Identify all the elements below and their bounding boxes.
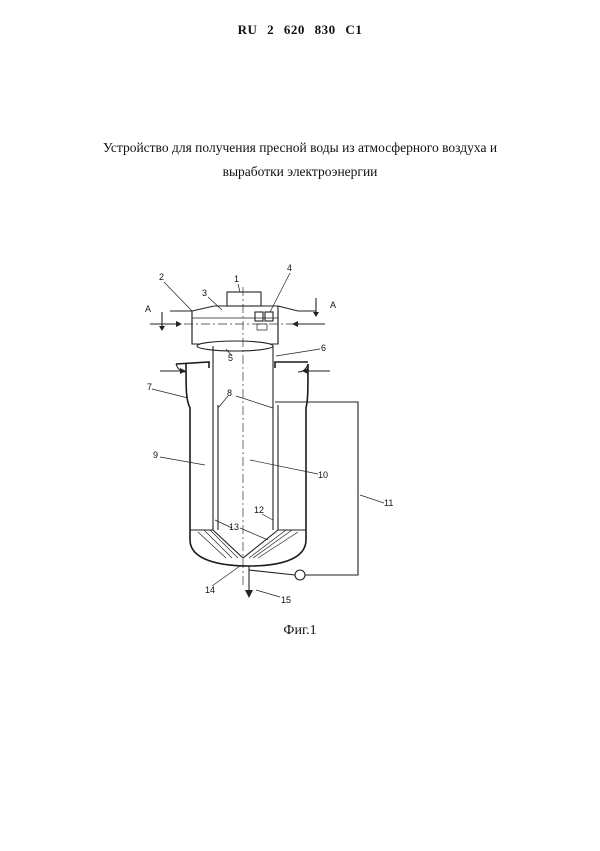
inner-cylinder-right-wall xyxy=(272,405,279,530)
callout-15: 15 xyxy=(281,595,291,605)
figure-caption: Фиг.1 xyxy=(283,623,317,638)
document-title-line-1: Устройство для получения пресной воды из… xyxy=(102,140,498,155)
section-label-right: А xyxy=(330,300,336,310)
section-label-left: А xyxy=(145,304,151,314)
document-title-line-2: выработки электроэнергии xyxy=(222,164,378,179)
patent-number: RU 2 620 830 C1 xyxy=(237,22,363,37)
leader-lines xyxy=(151,272,385,598)
fitting-4b xyxy=(264,311,274,322)
external-loop-11 xyxy=(275,401,359,576)
upper-collector-right-wall xyxy=(270,311,279,345)
callout-13: 13 xyxy=(229,522,239,532)
callout-14: 14 xyxy=(205,585,215,595)
callout-3: 3 xyxy=(202,288,207,298)
callout-5: 5 xyxy=(228,353,233,363)
callout-1: 1 xyxy=(234,274,239,284)
throat-ring-5 xyxy=(196,340,274,352)
callout-7: 7 xyxy=(147,382,152,392)
callout-2: 2 xyxy=(159,272,164,282)
callout-12: 12 xyxy=(254,505,264,515)
pump-to-vessel-line xyxy=(248,569,296,576)
callout-10: 10 xyxy=(318,470,328,480)
center-duct-6 xyxy=(212,346,274,405)
top-unit-1 xyxy=(226,291,262,307)
callout-8: 8 xyxy=(227,388,232,398)
cone-fins-13 xyxy=(197,529,299,559)
side-arrow-left-head xyxy=(180,368,186,374)
document-title: Устройство для получения пресной воды из… xyxy=(90,136,510,184)
section-marker-left-head xyxy=(159,326,165,331)
drain-arrow-head xyxy=(245,590,253,598)
callout-4: 4 xyxy=(287,263,292,273)
fitting-4a xyxy=(254,311,264,322)
upper-collector-left-wall xyxy=(191,311,200,345)
section-marker-right-head xyxy=(313,312,319,317)
callout-6: 6 xyxy=(321,343,326,353)
callout-11: 11 xyxy=(384,498,393,508)
pump-circle xyxy=(294,569,306,581)
inlet-arrow-right-head xyxy=(292,321,298,327)
inner-cylinder-left-wall xyxy=(212,405,219,530)
side-arrow-right-head xyxy=(302,368,308,374)
callout-9: 9 xyxy=(153,450,158,460)
outer-vessel-7 xyxy=(175,361,309,567)
fitting-4c xyxy=(256,323,268,331)
inlet-arrow-left-head xyxy=(176,321,182,327)
cone-bottom-12 xyxy=(190,529,306,559)
